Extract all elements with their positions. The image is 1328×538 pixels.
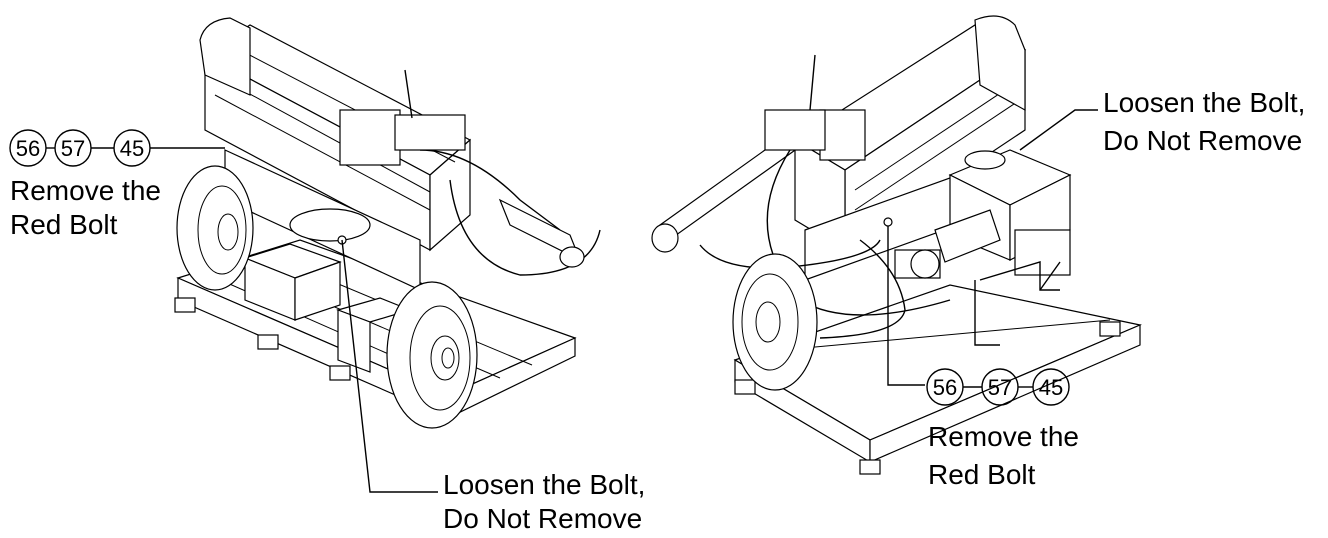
left-callout-number-57: 57 (61, 136, 85, 161)
left-support-blocks (243, 243, 412, 373)
left-remove-instruction-line2: Red Bolt (10, 209, 118, 240)
left-loosen-instruction-line2: Do Not Remove (443, 503, 642, 533)
left-front-wheel (386, 281, 478, 429)
left-callout-number-56: 56 (16, 136, 40, 161)
right-callout-number-57: 57 (988, 375, 1012, 400)
left-callout-number-45: 45 (120, 136, 144, 161)
right-engine (934, 149, 1072, 346)
right-hydraulic-pump (894, 249, 941, 279)
right-log-splitter-drawing (651, 15, 1142, 475)
right-wheel (732, 253, 818, 391)
right-callout-balloons: 56 57 45 (926, 368, 1070, 406)
left-callout-balloons: 56 57 45 (9, 129, 151, 167)
left-loosen-instruction-line1: Loosen the Bolt, (443, 469, 645, 500)
right-remove-instruction-line1: Remove the (928, 421, 1079, 452)
right-loosen-instruction-line2: Do Not Remove (1103, 125, 1302, 156)
right-red-bolt-marker (883, 217, 893, 227)
right-remove-instruction-line2: Red Bolt (928, 459, 1036, 490)
left-loosen-leader-line (341, 239, 438, 493)
right-callout-number-45: 45 (1039, 375, 1063, 400)
right-callout-number-56: 56 (933, 375, 957, 400)
left-remove-instruction-line1: Remove the (10, 175, 161, 206)
left-rear-wheel (176, 165, 254, 291)
right-remove-leader-line (887, 226, 925, 386)
right-loosen-leader-line (1019, 109, 1098, 151)
left-log-splitter-drawing (174, 17, 601, 429)
left-hydraulic-hoses (394, 69, 601, 276)
right-hydraulic-cylinder (651, 54, 951, 339)
right-callout-group: Loosen the Bolt, Do Not Remove 56 57 45 … (887, 87, 1305, 490)
right-loosen-instruction-line1: Loosen the Bolt, (1103, 87, 1305, 118)
left-callout-group: 56 57 45 Remove the Red Bolt Loosen the … (9, 129, 645, 534)
